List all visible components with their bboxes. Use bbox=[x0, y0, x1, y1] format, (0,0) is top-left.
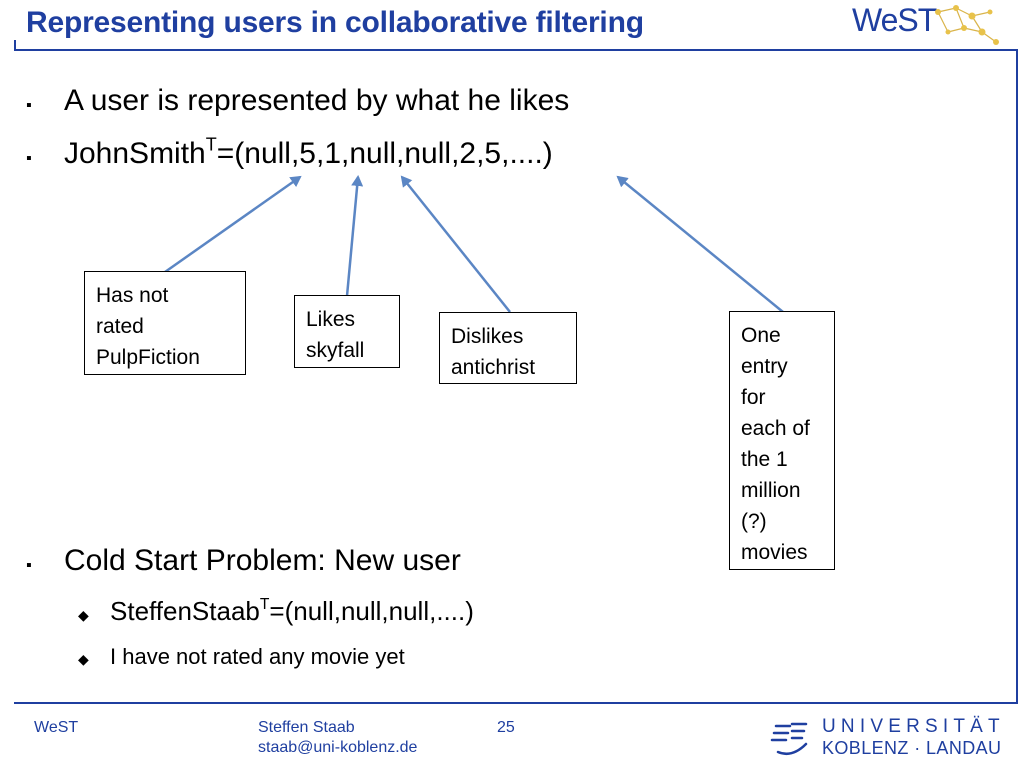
arrow-pulpfiction bbox=[164, 175, 302, 274]
callout-pulpfiction: Has not rated PulpFiction bbox=[84, 271, 246, 375]
callout-text: Dislikes antichrist bbox=[451, 325, 536, 379]
sub-bullet-steffenstaab-vector: ◆ SteffenStaabT=(null,null,null,....) bbox=[78, 596, 474, 627]
footer-author-name: Steffen Staab bbox=[258, 719, 355, 736]
bullet-marker: ▪ bbox=[26, 557, 32, 574]
callout-antichrist: Dislikes antichrist bbox=[439, 312, 577, 384]
title-divider bbox=[14, 49, 1018, 51]
sub-bullet-marker: ◆ bbox=[78, 607, 89, 623]
bullet-user-representation: ▪ A user is represented by what he likes bbox=[26, 84, 569, 118]
bullet-cold-start: ▪ Cold Start Problem: New user bbox=[26, 544, 461, 578]
arrow-skyfall bbox=[345, 175, 364, 297]
vector-values: =(null,5,1,null,null,2,5,....) bbox=[216, 137, 553, 170]
vector-name: JohnSmith bbox=[64, 137, 206, 170]
transpose-superscript: T bbox=[259, 596, 270, 614]
footer-author: Steffen Staab staab@uni-koblenz.de bbox=[258, 718, 417, 758]
university-name-line1: UNIVERSITÄT bbox=[822, 716, 1005, 737]
arrow-all-movies bbox=[616, 175, 784, 313]
footer-divider bbox=[14, 702, 1018, 704]
west-logo: WeST bbox=[852, 2, 1002, 48]
page-number: 25 bbox=[497, 719, 515, 736]
footer-author-email: staab@uni-koblenz.de bbox=[258, 739, 418, 756]
bullet-marker: ▪ bbox=[26, 150, 32, 167]
callout-all-movies: One entry for each of the 1 million (?) … bbox=[729, 311, 835, 570]
sub-bullet-marker: ◆ bbox=[78, 651, 89, 667]
west-logo-text: WeST bbox=[852, 2, 937, 38]
bullet-text: A user is represented by what he likes bbox=[64, 84, 570, 117]
sub-bullet-text: I have not rated any movie yet bbox=[110, 644, 405, 669]
callout-text: Likes skyfall bbox=[306, 308, 365, 362]
arrow-antichrist bbox=[400, 175, 511, 313]
university-logo: UNIVERSITÄT KOBLENZ · LANDAU bbox=[770, 716, 1010, 760]
frame-corner bbox=[14, 40, 16, 51]
bullet-marker: ▪ bbox=[26, 97, 32, 114]
star-network-icon bbox=[935, 5, 999, 45]
right-frame-line bbox=[1016, 49, 1018, 703]
footer-west-label: WeST bbox=[34, 719, 79, 736]
sub-bullet-not-rated: ◆ I have not rated any movie yet bbox=[78, 644, 405, 670]
university-emblem-icon bbox=[770, 722, 808, 755]
vector-values: =(null,null,null,....) bbox=[269, 596, 474, 626]
callout-text: One entry for each of the 1 million (?) … bbox=[741, 324, 810, 564]
vector-name: SteffenStaab bbox=[110, 596, 260, 626]
callout-skyfall: Likes skyfall bbox=[294, 295, 400, 368]
callout-text: Has not rated PulpFiction bbox=[96, 284, 200, 369]
bullet-text: Cold Start Problem: New user bbox=[64, 544, 461, 577]
bullet-text: JohnSmithT=(null,5,1,null,null,2,5,....) bbox=[64, 134, 553, 171]
university-name-line2: KOBLENZ · LANDAU bbox=[822, 738, 1002, 758]
transpose-superscript: T bbox=[205, 134, 217, 155]
slide-title: Representing users in collaborative filt… bbox=[26, 6, 644, 39]
sub-bullet-text: SteffenStaabT=(null,null,null,....) bbox=[110, 596, 474, 627]
bullet-johnsmith-vector: ▪ JohnSmithT=(null,5,1,null,null,2,5,...… bbox=[26, 134, 553, 171]
